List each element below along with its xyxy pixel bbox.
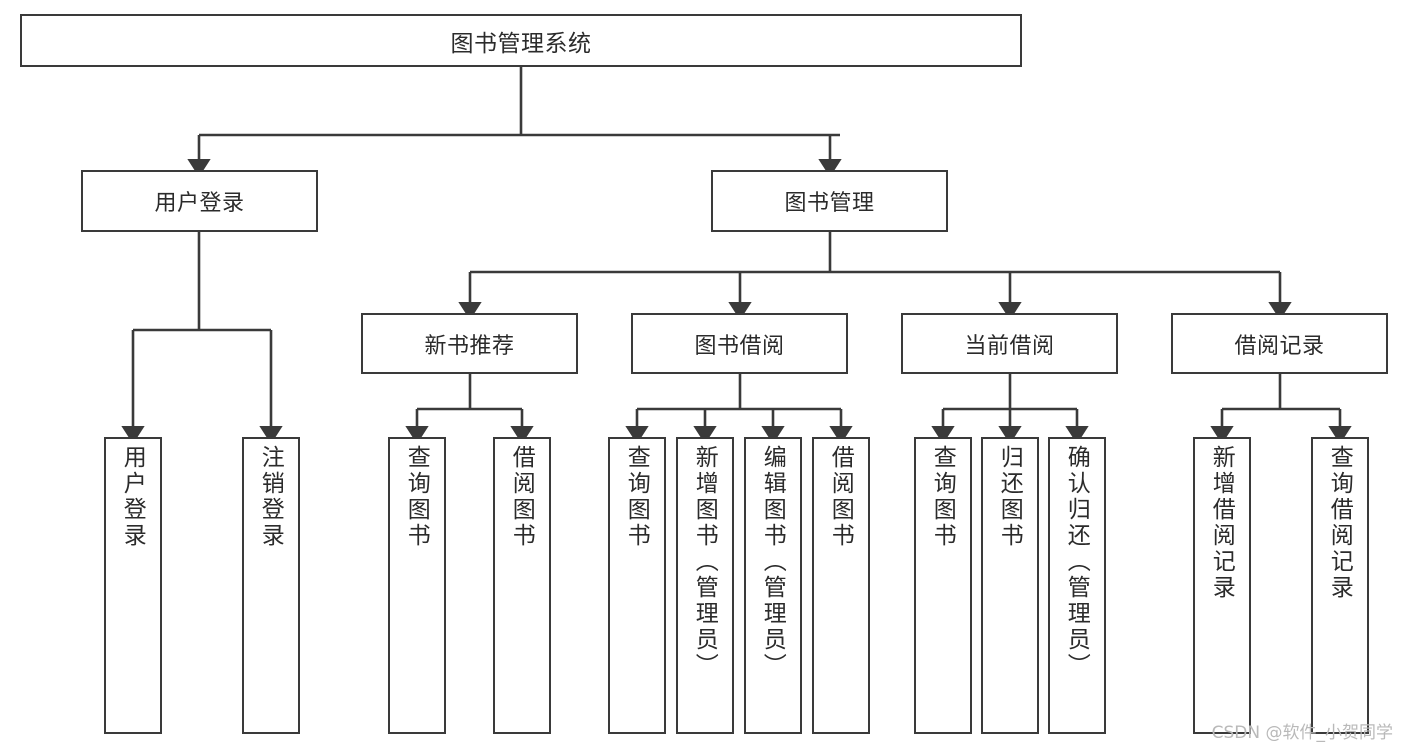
node-new-book-recommendation-label: 新书推荐 [424, 332, 515, 358]
leaf-records-query-record-label: 查询借阅记录 [1327, 445, 1354, 601]
leaf-current-confirm-return-admin-label: 确认归还（管理员） [1064, 445, 1091, 679]
leaf-user-login-login[interactable]: 用户登录 [104, 437, 162, 734]
leaf-current-return-book[interactable]: 归还图书 [981, 437, 1039, 734]
leaf-new-book-borrow-label: 借阅图书 [509, 445, 536, 549]
leaf-borrow-borrow-book-label: 借阅图书 [828, 445, 855, 549]
leaf-new-book-query-label: 查询图书 [404, 445, 431, 549]
leaf-records-query-record[interactable]: 查询借阅记录 [1311, 437, 1369, 734]
leaf-records-add-record-label: 新增借阅记录 [1209, 445, 1236, 601]
leaf-current-query-book-label: 查询图书 [930, 445, 957, 549]
leaf-borrow-add-book-admin[interactable]: 新增图书（管理员） [676, 437, 734, 734]
node-current-borrow-label: 当前借阅 [964, 332, 1055, 358]
leaf-borrow-query-book-label: 查询图书 [624, 445, 651, 549]
leaf-borrow-edit-book-admin[interactable]: 编辑图书（管理员） [744, 437, 802, 734]
node-new-book-recommendation[interactable]: 新书推荐 [361, 313, 578, 374]
node-borrow-records-label: 借阅记录 [1234, 332, 1325, 358]
node-book-management[interactable]: 图书管理 [711, 170, 948, 232]
leaf-borrow-query-book[interactable]: 查询图书 [608, 437, 666, 734]
leaf-user-login-logout[interactable]: 注销登录 [242, 437, 300, 734]
leaf-current-return-book-label: 归还图书 [997, 445, 1024, 549]
node-book-borrow[interactable]: 图书借阅 [631, 313, 848, 374]
leaf-borrow-edit-book-admin-label: 编辑图书（管理员） [760, 445, 787, 679]
node-book-management-label: 图书管理 [784, 190, 875, 215]
leaf-borrow-borrow-book[interactable]: 借阅图书 [812, 437, 870, 734]
node-root-label: 图书管理系统 [450, 29, 592, 56]
leaf-new-book-borrow[interactable]: 借阅图书 [493, 437, 551, 734]
leaf-records-add-record[interactable]: 新增借阅记录 [1193, 437, 1251, 734]
node-root[interactable]: 图书管理系统 [20, 14, 1022, 67]
node-user-login[interactable]: 用户登录 [81, 170, 318, 232]
leaf-current-confirm-return-admin[interactable]: 确认归还（管理员） [1048, 437, 1106, 734]
node-borrow-records[interactable]: 借阅记录 [1171, 313, 1388, 374]
node-user-login-label: 用户登录 [154, 190, 245, 215]
leaf-borrow-add-book-admin-label: 新增图书（管理员） [692, 445, 719, 679]
node-book-borrow-label: 图书借阅 [694, 332, 785, 358]
leaf-user-login-logout-label: 注销登录 [258, 445, 285, 549]
node-current-borrow[interactable]: 当前借阅 [901, 313, 1118, 374]
leaf-new-book-query[interactable]: 查询图书 [388, 437, 446, 734]
leaf-current-query-book[interactable]: 查询图书 [914, 437, 972, 734]
leaf-user-login-login-label: 用户登录 [120, 445, 147, 549]
csdn-watermark: CSDN @软件_小贺同学 [1211, 723, 1393, 743]
